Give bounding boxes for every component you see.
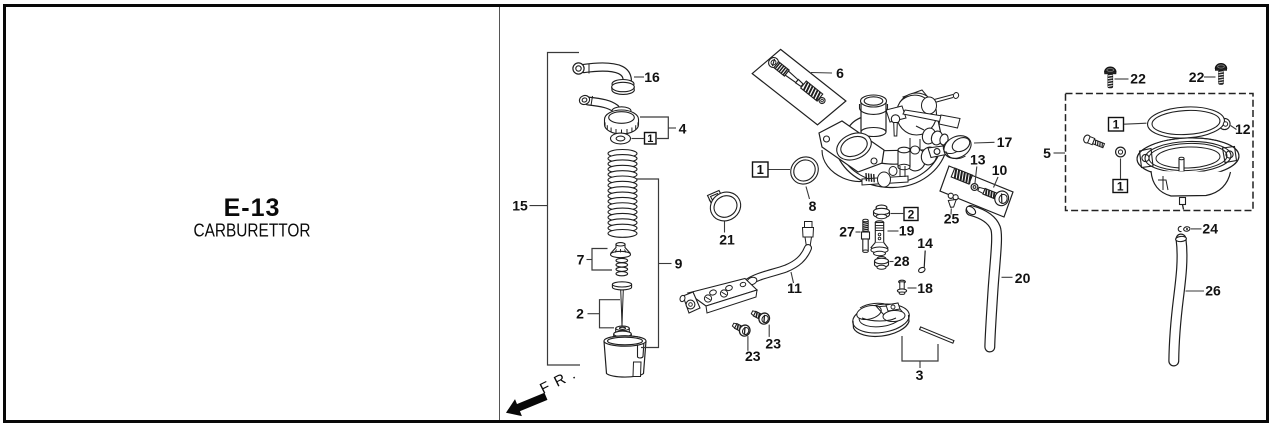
svg-text:28: 28 [894,253,910,269]
svg-text:1: 1 [757,162,764,177]
svg-text:12: 12 [1235,121,1251,137]
svg-text:24: 24 [1202,221,1218,237]
svg-text:17: 17 [997,134,1013,150]
svg-text:20: 20 [1015,270,1031,286]
svg-text:7: 7 [577,251,585,267]
svg-text:27: 27 [839,224,855,240]
svg-text:14: 14 [917,235,933,251]
svg-text:13: 13 [970,152,986,168]
svg-text:3: 3 [916,367,924,383]
svg-text:9: 9 [675,255,683,271]
svg-text:CARBURETTOR: CARBURETTOR [194,221,311,241]
svg-text:8: 8 [809,198,817,214]
svg-text:2: 2 [908,207,915,221]
svg-text:23: 23 [745,348,761,364]
svg-text:19: 19 [899,223,915,239]
svg-text:5: 5 [1043,145,1051,161]
svg-text:16: 16 [644,69,660,85]
svg-text:22: 22 [1130,71,1146,87]
svg-text:2: 2 [576,305,584,321]
svg-text:11: 11 [787,280,802,296]
svg-text:26: 26 [1205,283,1221,299]
svg-text:21: 21 [719,231,735,247]
svg-text:10: 10 [992,162,1008,178]
svg-text:4: 4 [679,121,687,137]
svg-text:22: 22 [1189,69,1205,85]
svg-text:1: 1 [1113,118,1120,132]
svg-text:E-13: E-13 [224,194,281,222]
svg-text:23: 23 [765,336,781,352]
svg-text:18: 18 [917,280,933,296]
svg-text:1: 1 [647,133,653,145]
svg-text:1: 1 [1117,179,1124,193]
svg-text:15: 15 [512,198,528,214]
svg-text:25: 25 [944,210,960,226]
svg-text:6: 6 [836,65,844,81]
